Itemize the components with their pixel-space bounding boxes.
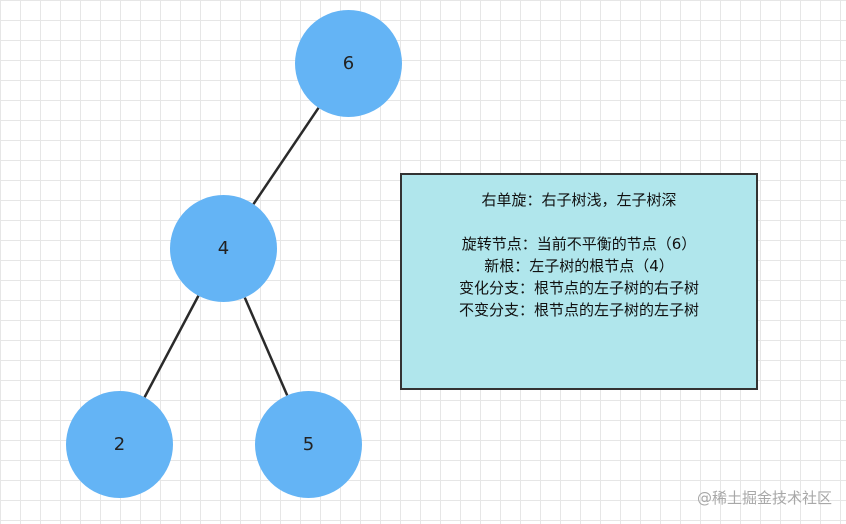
edge-n4-n2 xyxy=(143,295,200,398)
tree-node-4: 4 xyxy=(170,195,277,302)
note-rotation-node: 旋转节点：当前不平衡的节点（6） xyxy=(461,235,697,253)
tree-node-5: 5 xyxy=(255,391,362,498)
tree-edges xyxy=(143,107,320,398)
note-unchanged-branch: 不变分支：根节点的左子树的左子树 xyxy=(458,301,699,319)
note-changed-branch: 变化分支：根节点的左子树的右子树 xyxy=(458,279,699,297)
edge-n6-n4 xyxy=(252,107,320,205)
note-new-root: 新根：左子树的根节点（4） xyxy=(484,257,674,275)
note-title: 右单旋：右子树浅，左子树深 xyxy=(481,191,677,209)
watermark: @稀土掘金技术社区 xyxy=(696,489,832,507)
tree-node-6: 6 xyxy=(295,10,402,117)
edge-n4-n5 xyxy=(243,297,289,396)
tree-node-2: 2 xyxy=(66,391,173,498)
rotation-note-box: 右单旋：右子树浅，左子树深 旋转节点：当前不平衡的节点（6） 新根：左子树的根节… xyxy=(400,173,758,390)
note-spacer xyxy=(402,211,756,233)
